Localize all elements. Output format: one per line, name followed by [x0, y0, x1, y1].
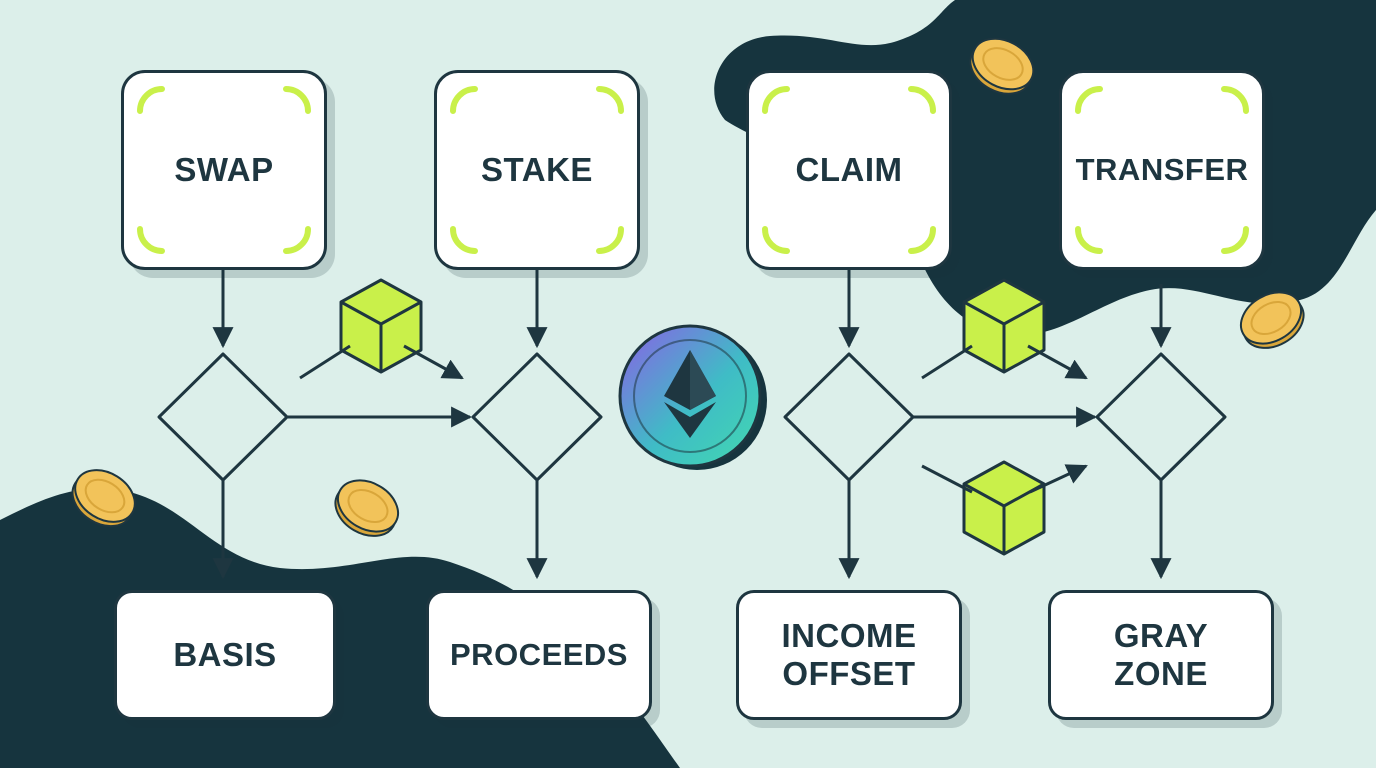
decision-diamond-claim — [783, 352, 915, 482]
corner-bracket-icon — [907, 85, 937, 115]
cube-icon — [339, 278, 423, 374]
corner-bracket-icon — [136, 225, 166, 255]
corner-bracket-icon — [761, 85, 791, 115]
corner-bracket-icon — [1220, 85, 1250, 115]
action-label-stake: STAKE — [481, 151, 593, 189]
corner-bracket-icon — [449, 225, 479, 255]
outcome-label-proceeds: PROCEEDS — [450, 637, 628, 673]
cube-icon — [962, 460, 1046, 556]
corner-bracket-icon — [1220, 225, 1250, 255]
connector-cube-in-left — [299, 344, 351, 380]
corner-bracket-icon — [136, 85, 166, 115]
connector-cube-in-right-bottom — [921, 464, 973, 494]
action-label-claim: CLAIM — [795, 151, 903, 189]
action-box-stake: STAKE — [434, 70, 640, 270]
coin-icon — [71, 469, 136, 528]
corner-bracket-icon — [907, 225, 937, 255]
action-label-transfer: TRANSFER — [1075, 152, 1249, 188]
action-box-swap: SWAP — [121, 70, 327, 270]
coin-icon — [1239, 291, 1305, 349]
corner-bracket-icon — [595, 85, 625, 115]
corner-bracket-icon — [282, 225, 312, 255]
action-label-swap: SWAP — [174, 151, 274, 189]
connector-cube-out-left — [403, 344, 464, 380]
corner-bracket-icon — [595, 225, 625, 255]
corner-bracket-icon — [282, 85, 312, 115]
outcome-box-basis: BASIS — [114, 590, 336, 720]
connector-cube-in-right-top — [921, 344, 973, 380]
cube-icon — [962, 278, 1046, 374]
coin-icon — [969, 37, 1035, 95]
ethereum-coin-icon — [618, 324, 767, 470]
action-box-transfer: TRANSFER — [1059, 70, 1265, 270]
connector-cube-out-right-bottom — [1029, 464, 1088, 494]
action-box-claim: CLAIM — [746, 70, 952, 270]
decision-diamond-swap — [157, 352, 289, 482]
corner-bracket-icon — [449, 85, 479, 115]
outcome-label-basis: BASIS — [173, 636, 277, 674]
corner-bracket-icon — [1074, 85, 1104, 115]
coin-icon — [334, 479, 400, 537]
outcome-box-proceeds: PROCEEDS — [426, 590, 652, 720]
decision-diamond-transfer — [1095, 352, 1227, 482]
decision-diamond-stake — [471, 352, 603, 482]
corner-bracket-icon — [1074, 225, 1104, 255]
corner-bracket-icon — [761, 225, 791, 255]
connector-cube-out-right-top — [1027, 344, 1088, 380]
